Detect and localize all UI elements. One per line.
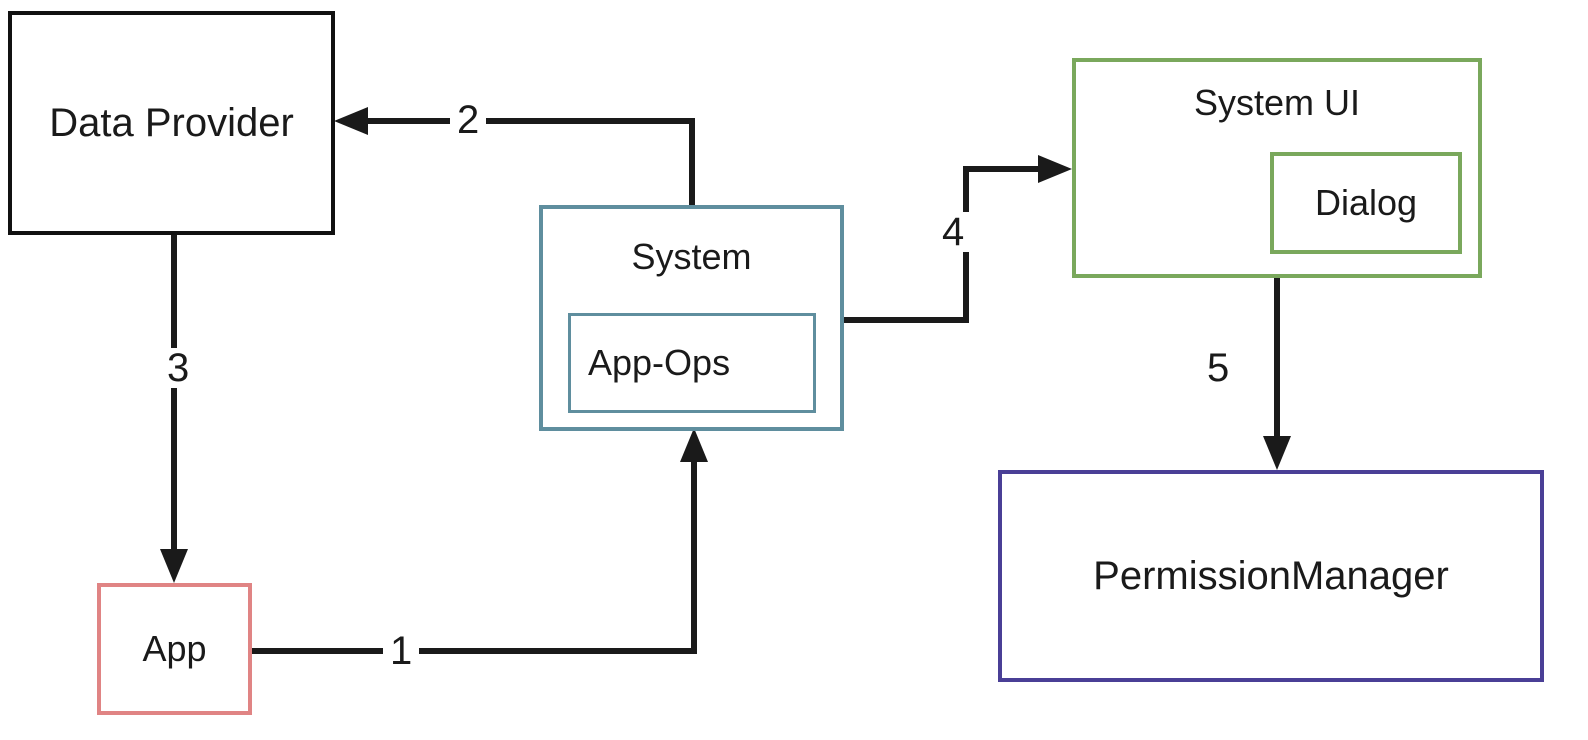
edge-3-connector — [160, 235, 188, 583]
edge-1-path — [252, 448, 697, 654]
node-app-ops-label: App-Ops — [588, 342, 731, 383]
node-dialog[interactable]: Dialog — [1270, 152, 1462, 254]
edge-2-connector — [334, 107, 695, 205]
node-app[interactable]: App — [97, 583, 252, 715]
node-system-ui-label: System UI — [1193, 82, 1361, 123]
node-data-provider[interactable]: Data Provider — [8, 11, 335, 235]
edge-2-arrowhead — [334, 107, 368, 135]
node-app-ops[interactable]: App-Ops — [568, 313, 816, 413]
node-system-label: System — [631, 236, 752, 277]
edge-label-1: 1 — [383, 631, 420, 671]
edge-label-4: 4 — [935, 212, 972, 252]
edge-1-arrowhead — [680, 428, 708, 462]
edge-label-3: 3 — [160, 348, 197, 388]
edge-4-arrowhead — [1038, 155, 1072, 183]
edge-5-arrowhead — [1263, 436, 1291, 470]
node-app-label: App — [142, 628, 207, 669]
edge-1-connector — [252, 428, 708, 654]
node-permission-manager-label: PermissionManager — [1093, 554, 1449, 598]
edge-label-2: 2 — [450, 100, 487, 140]
node-dialog-label: Dialog — [1314, 182, 1418, 223]
node-permission-manager[interactable]: PermissionManager — [998, 470, 1544, 682]
edge-2-path — [354, 118, 695, 205]
edge-3-arrowhead — [160, 549, 188, 583]
edge-label-5: 5 — [1200, 348, 1237, 388]
node-data-provider-label: Data Provider — [49, 101, 294, 145]
edge-5-connector — [1263, 278, 1291, 470]
